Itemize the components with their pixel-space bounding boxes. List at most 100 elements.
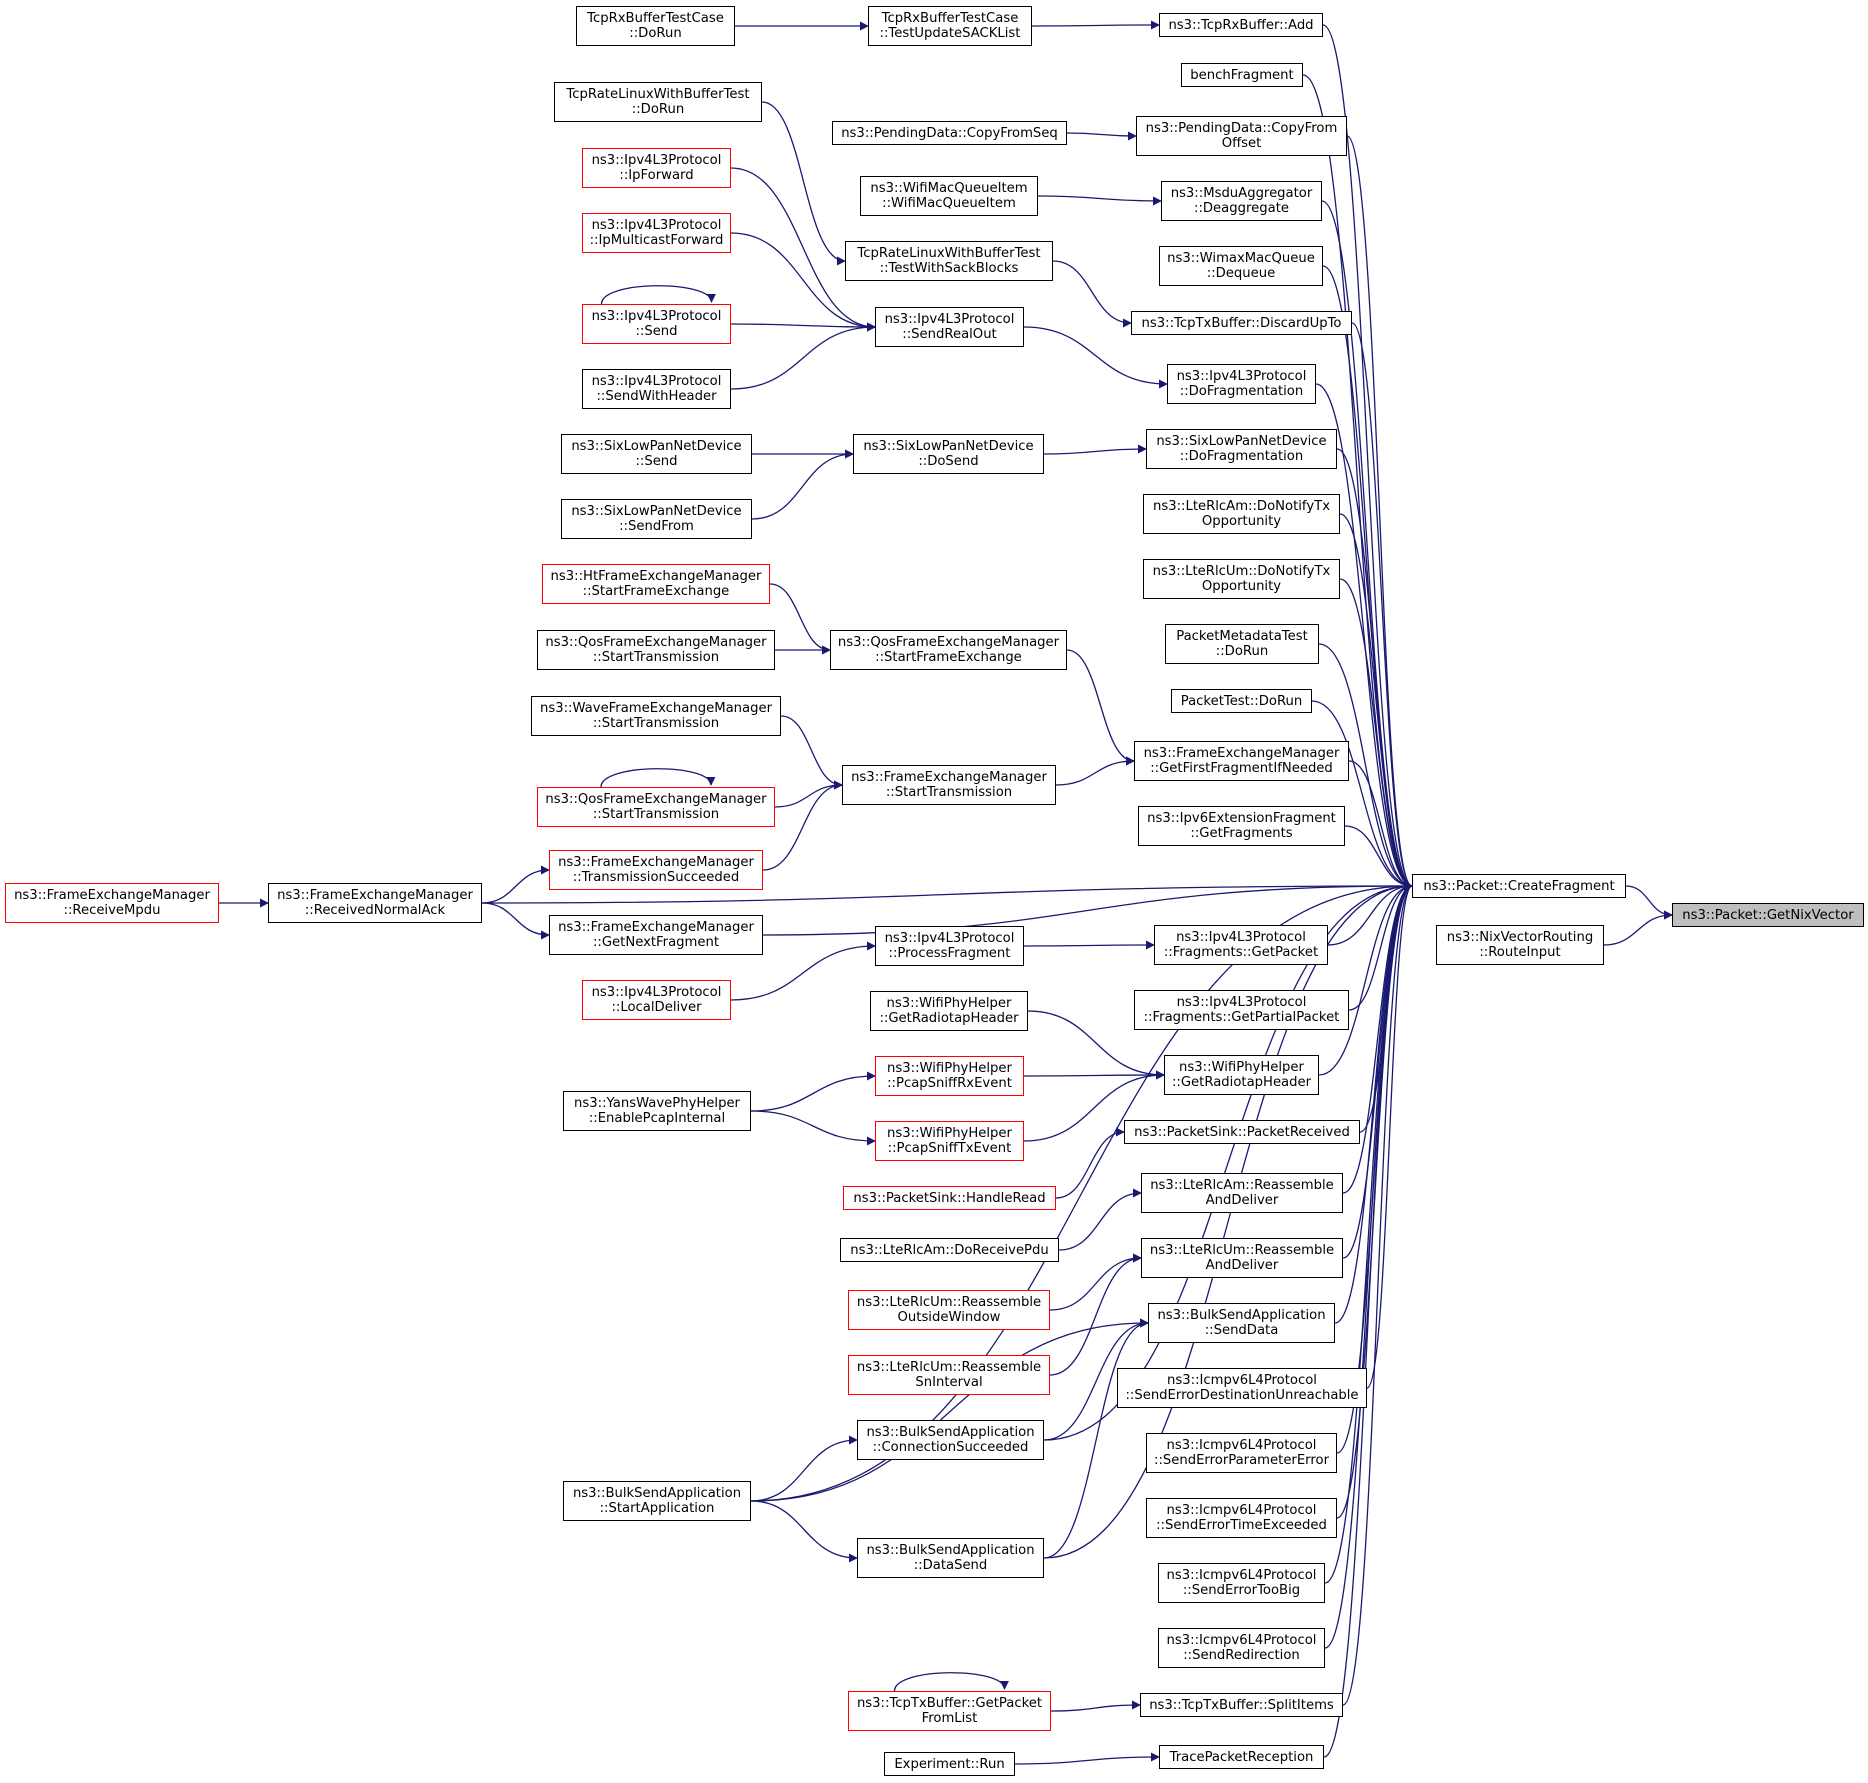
- node-ipv4frag-getpacket[interactable]: ns3::Ipv4L3Protocol::Fragments::GetPacke…: [1154, 925, 1328, 965]
- node-label-line: ::StartApplication: [599, 1501, 715, 1516]
- node-label-line: ::GetRadiotapHeader: [1171, 1075, 1312, 1090]
- node-createfragment[interactable]: ns3::Packet::CreateFragment: [1412, 874, 1626, 898]
- edge-ipv4-send-to-ipv4-sendrealout: [730, 322, 876, 332]
- node-label-line: ns3::MsduAggregator: [1170, 186, 1313, 201]
- node-tracepacketreception[interactable]: TracePacketReception: [1159, 1745, 1324, 1769]
- node-label-line: ns3::YansWavePhyHelper: [574, 1096, 740, 1111]
- node-tcptx-splititems[interactable]: ns3::TcpTxBuffer::SplitItems: [1140, 1693, 1343, 1717]
- node-ipv4-ipforward[interactable]: ns3::Ipv4L3Protocol::IpForward: [582, 148, 731, 188]
- node-tcprxtest-testupdatesack[interactable]: TcpRxBufferTestCase::TestUpdateSACKList: [868, 6, 1032, 46]
- node-wifiphy-getradiotap-a[interactable]: ns3::WifiPhyHelper::GetRadiotapHeader: [870, 991, 1028, 1031]
- node-label-line: Opportunity: [1201, 579, 1282, 594]
- node-label-line: ::WifiMacQueueItem: [882, 196, 1016, 211]
- node-qosfem-starttransmission-a[interactable]: ns3::QosFrameExchangeManager::StartTrans…: [537, 630, 775, 670]
- node-htfem-startframeexchange[interactable]: ns3::HtFrameExchangeManager::StartFrameE…: [542, 564, 770, 604]
- edge-sixlowpan-dosend-to-sixlowpan-dofragmentation: [1043, 444, 1147, 455]
- edge-icmp-sendtoobig-to-createfragment: [1324, 881, 1413, 1584]
- node-lterlcam-doreceivepdu[interactable]: ns3::LteRlcAm::DoReceivePdu: [840, 1238, 1059, 1262]
- node-wifiphy-pcapsniffrx[interactable]: ns3::WifiPhyHelper::PcapSniffRxEvent: [875, 1056, 1024, 1096]
- node-ipv4-sendwithheader[interactable]: ns3::Ipv4L3Protocol::SendWithHeader: [582, 369, 731, 409]
- node-experiment-run[interactable]: Experiment::Run: [884, 1752, 1015, 1776]
- node-tcpratelinux-testwithsack[interactable]: TcpRateLinuxWithBufferTest::TestWithSack…: [845, 241, 1053, 281]
- node-yanswave-enablepcap[interactable]: ns3::YansWavePhyHelper::EnablePcapIntern…: [563, 1091, 751, 1131]
- node-bulksend-startapplication[interactable]: ns3::BulkSendApplication::StartApplicati…: [563, 1481, 751, 1521]
- node-ipv6ext-getfragments[interactable]: ns3::Ipv6ExtensionFragment::GetFragments: [1138, 806, 1345, 846]
- node-wifimacqueueitem[interactable]: ns3::WifiMacQueueItem::WifiMacQueueItem: [860, 176, 1038, 216]
- node-label-line: ::StartFrameExchange: [875, 650, 1022, 665]
- node-label-line: ns3::PendingData::CopyFromSeq: [841, 125, 1058, 141]
- node-tcprx-add[interactable]: ns3::TcpRxBuffer::Add: [1159, 13, 1323, 37]
- node-fem-receivempdu[interactable]: ns3::FrameExchangeManager::ReceiveMpdu: [5, 883, 219, 923]
- node-pending-copyfromseq[interactable]: ns3::PendingData::CopyFromSeq: [832, 121, 1067, 145]
- node-wifiphy-getradiotap-b[interactable]: ns3::WifiPhyHelper::GetRadiotapHeader: [1164, 1055, 1319, 1095]
- node-wavefem-starttransmission[interactable]: ns3::WaveFrameExchangeManager::StartTran…: [531, 696, 781, 736]
- node-sixlowpan-send[interactable]: ns3::SixLowPanNetDevice::Send: [561, 434, 752, 474]
- node-icmp-senddestunreach[interactable]: ns3::Icmpv6L4Protocol::SendErrorDestinat…: [1117, 1368, 1367, 1408]
- node-fem-getnextfragment[interactable]: ns3::FrameExchangeManager::GetNextFragme…: [549, 915, 763, 955]
- node-sixlowpan-dofragmentation[interactable]: ns3::SixLowPanNetDevice::DoFragmentation: [1146, 429, 1337, 469]
- node-label-line: ns3::Icmpv6L4Protocol: [1167, 1373, 1317, 1388]
- edge-pending-copyfromseq-to-pending-copyfromoffset: [1066, 131, 1137, 141]
- edge-ipv4-sendrealout-to-ipv4-dofragmentation: [1023, 326, 1168, 389]
- edge-fem-getfirstfragment-to-createfragment: [1348, 760, 1413, 891]
- node-nixrouteinput[interactable]: ns3::NixVectorRouting::RouteInput: [1436, 925, 1604, 965]
- node-benchfragment[interactable]: benchFragment: [1181, 63, 1303, 87]
- node-sixlowpan-sendfrom[interactable]: ns3::SixLowPanNetDevice::SendFrom: [561, 499, 752, 539]
- edge-sixlowpan-dofragmentation-to-createfragment: [1336, 448, 1413, 891]
- node-packetsink-handleread[interactable]: ns3::PacketSink::HandleRead: [843, 1186, 1056, 1210]
- node-label-line: ::ProcessFragment: [888, 946, 1011, 961]
- node-packetmetadatatest[interactable]: PacketMetadataTest::DoRun: [1165, 624, 1319, 664]
- node-wimax-dequeue[interactable]: ns3::WimaxMacQueue::Dequeue: [1159, 246, 1323, 286]
- node-label-line: ns3::SixLowPanNetDevice: [571, 504, 742, 519]
- node-label-line: ns3::Icmpv6L4Protocol: [1166, 1633, 1317, 1648]
- node-label-line: ::Send: [635, 454, 678, 469]
- edge-ipv4-dofragmentation-to-createfragment: [1315, 383, 1413, 891]
- node-fem-transmissionsucceeded[interactable]: ns3::FrameExchangeManager::TransmissionS…: [549, 850, 763, 890]
- node-ipv4frag-getpartialpacket[interactable]: ns3::Ipv4L3Protocol::Fragments::GetParti…: [1134, 990, 1349, 1030]
- node-tcptx-discardupto[interactable]: ns3::TcpTxBuffer::DiscardUpTo: [1131, 311, 1352, 335]
- node-bulksend-datasend[interactable]: ns3::BulkSendApplication::DataSend: [857, 1538, 1044, 1578]
- node-packettest[interactable]: PacketTest::DoRun: [1171, 689, 1312, 713]
- node-getnixvector: ns3::Packet::GetNixVector: [1672, 903, 1864, 927]
- edge-fem-transmissionsucceeded-to-fem-starttransmission: [762, 780, 843, 871]
- node-icmp-sendredirection[interactable]: ns3::Icmpv6L4Protocol::SendRedirection: [1158, 1628, 1325, 1668]
- node-label-line: Experiment::Run: [894, 1756, 1005, 1772]
- node-label-line: ns3::TcpTxBuffer::SplitItems: [1149, 1697, 1334, 1713]
- node-ipv4-sendrealout[interactable]: ns3::Ipv4L3Protocol::SendRealOut: [875, 307, 1024, 347]
- node-ipv4-send[interactable]: ns3::Ipv4L3Protocol::Send: [582, 304, 731, 344]
- node-label-line: ::SendData: [1204, 1323, 1279, 1338]
- node-fem-starttransmission[interactable]: ns3::FrameExchangeManager::StartTransmis…: [842, 765, 1056, 805]
- edge-ipv4-ipmulticastforward-to-ipv4-sendrealout: [730, 232, 876, 332]
- node-qosfem-startframeexchange[interactable]: ns3::QosFrameExchangeManager::StartFrame…: [830, 630, 1067, 670]
- node-label-line: ::SendWithHeader: [596, 389, 717, 404]
- node-tcpratelinux-dorun[interactable]: TcpRateLinuxWithBufferTest::DoRun: [554, 82, 762, 122]
- node-fem-receivednormalack[interactable]: ns3::FrameExchangeManager::ReceivedNorma…: [268, 883, 482, 923]
- node-ipv4-ipmulticastforward[interactable]: ns3::Ipv4L3Protocol::IpMulticastForward: [582, 213, 731, 253]
- node-sixlowpan-dosend[interactable]: ns3::SixLowPanNetDevice::DoSend: [853, 434, 1044, 474]
- node-fem-getfirstfragment[interactable]: ns3::FrameExchangeManager::GetFirstFragm…: [1134, 741, 1349, 781]
- node-icmp-sendtimeexceeded[interactable]: ns3::Icmpv6L4Protocol::SendErrorTimeExce…: [1146, 1498, 1337, 1538]
- node-packetsink-packetreceived[interactable]: ns3::PacketSink::PacketReceived: [1124, 1120, 1360, 1144]
- node-msdu-deaggregate[interactable]: ns3::MsduAggregator::Deaggregate: [1161, 181, 1322, 221]
- node-wifiphy-pcapsnifftx[interactable]: ns3::WifiPhyHelper::PcapSniffTxEvent: [875, 1121, 1024, 1161]
- node-ipv4-processfragment[interactable]: ns3::Ipv4L3Protocol::ProcessFragment: [875, 926, 1024, 966]
- node-icmp-sendtoobig[interactable]: ns3::Icmpv6L4Protocol::SendErrorTooBig: [1158, 1563, 1325, 1603]
- node-bulksend-senddata[interactable]: ns3::BulkSendApplication::SendData: [1148, 1303, 1335, 1343]
- node-tcprxtest-dorun[interactable]: TcpRxBufferTestCase::DoRun: [576, 6, 735, 46]
- node-icmp-sendparamerror[interactable]: ns3::Icmpv6L4Protocol::SendErrorParamete…: [1146, 1433, 1337, 1473]
- edge-qosfem-starttransmission-b-to-fem-starttransmission: [774, 780, 843, 808]
- node-bulksend-connectionsucceeded[interactable]: ns3::BulkSendApplication::ConnectionSucc…: [857, 1420, 1044, 1460]
- node-ipv4-dofragmentation[interactable]: ns3::Ipv4L3Protocol::DoFragmentation: [1167, 364, 1316, 404]
- node-label-line: ::Fragments::GetPacket: [1163, 945, 1319, 960]
- node-qosfem-starttransmission-b[interactable]: ns3::QosFrameExchangeManager::StartTrans…: [537, 787, 775, 827]
- node-label-line: ns3::SixLowPanNetDevice: [1156, 434, 1327, 449]
- node-ipv4-localdeliver[interactable]: ns3::Ipv4L3Protocol::LocalDeliver: [582, 980, 731, 1020]
